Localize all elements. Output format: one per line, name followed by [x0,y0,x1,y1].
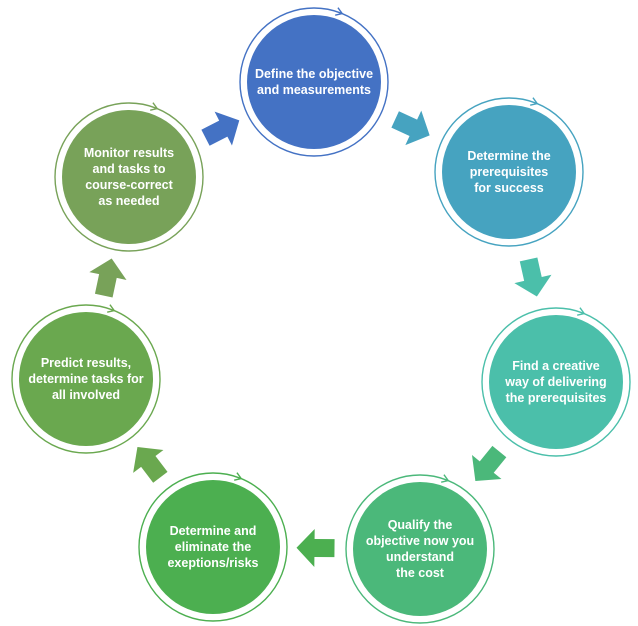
step-3-label: Find a creative way of delivering the pr… [505,359,607,405]
step-7-ring [54,102,204,252]
step-5-ring [138,472,288,622]
step-4-ring [345,474,495,624]
step-5-circle [146,480,280,614]
step-2-label: Determine the prerequisites for success [467,149,551,195]
step-4-label: Qualify the objective now you understand… [365,518,475,580]
step-1-label: Define the objective and measurements [254,67,374,97]
step-3-circle [489,315,623,449]
chevron-arrow-icon [133,447,168,483]
ring-arrowhead-icon [335,7,344,16]
chevron-arrow-icon [514,257,552,297]
ring-arrowhead-icon [234,472,243,481]
step-7-circle [62,110,196,244]
ring-arrowhead-icon [150,102,159,111]
ring-arrowhead-icon [577,307,586,316]
chevron-arrow-icon [201,111,240,146]
ring-arrowhead-icon [530,97,539,106]
step-3-ring [481,307,631,457]
step-7-label: Monitor results and tasks to course-corr… [83,146,175,208]
chevron-arrow-icon [89,258,127,298]
step-5-label: Determine and eliminate the exeptions/ri… [167,524,259,570]
step-6-circle [19,312,153,446]
chevron-arrow-icon [472,445,507,482]
step-1-ring [239,7,389,157]
step-1-circle [247,15,381,149]
chevron-arrow-icon [296,528,335,567]
step-4-circle [353,482,487,616]
ring-arrowhead-icon [441,474,450,483]
ring-arrowhead-icon [107,304,116,313]
step-2-circle [442,105,576,239]
step-6-ring [11,304,161,454]
chevron-arrow-icon [391,110,430,146]
step-2-ring [434,97,584,247]
step-6-label: Predict results, determine tasks for all… [28,356,144,402]
